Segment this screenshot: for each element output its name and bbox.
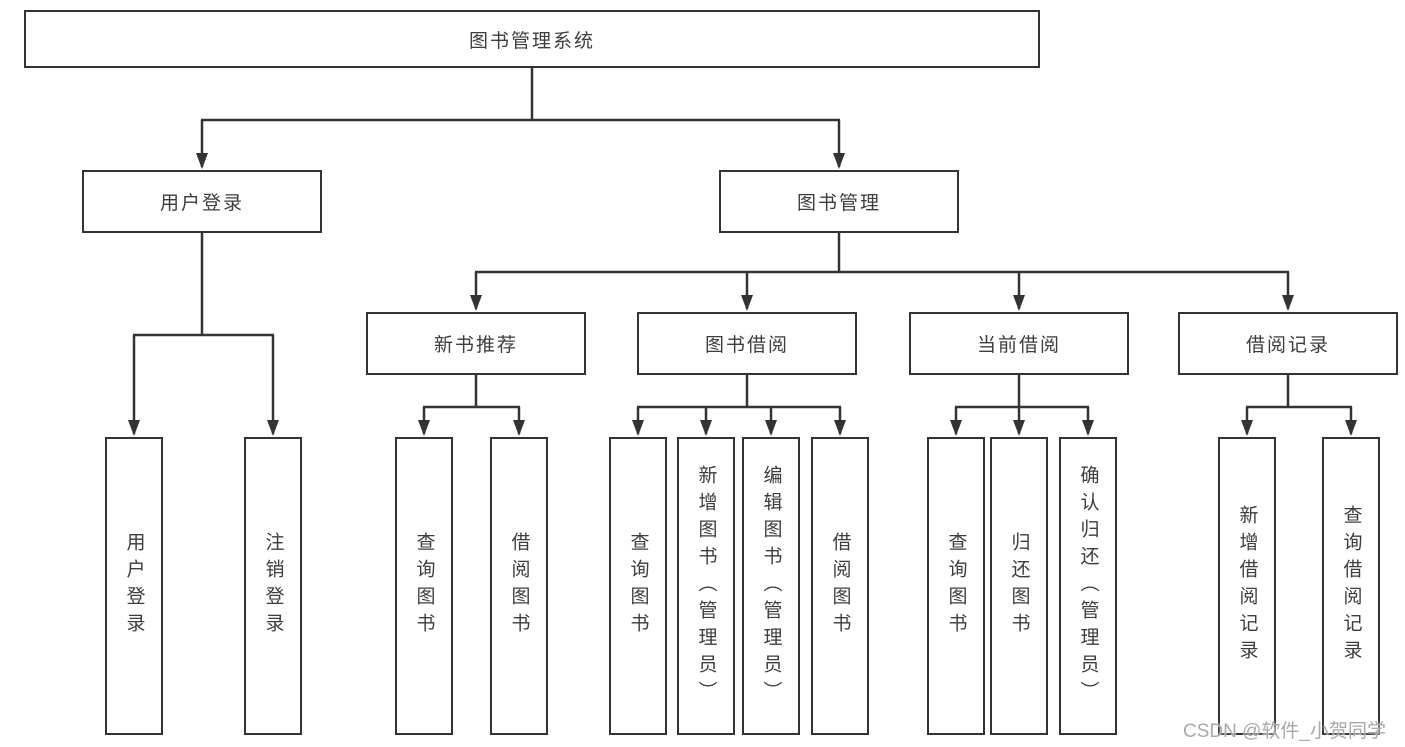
leaf-query-borrow-record: 查询借阅记录 [1322,437,1380,735]
leaf-return-books-label: 归还图书 [1008,532,1030,640]
leaf-query-books-2: 查询图书 [609,437,667,735]
leaf-edit-books-admin: 编辑图书（管理员） [742,437,800,735]
node-root: 图书管理系统 [24,10,1040,68]
leaf-query-borrow-record-label: 查询借阅记录 [1340,505,1362,667]
leaf-borrow-books-2: 借阅图书 [811,437,869,735]
leaf-borrow-books-2-label: 借阅图书 [829,532,851,640]
leaf-logout: 注销登录 [244,437,302,735]
node-new-book-recommend: 新书推荐 [366,312,586,375]
leaf-query-books-2-label: 查询图书 [627,532,649,640]
node-book-management: 图书管理 [719,170,959,233]
node-user-login-branch: 用户登录 [82,170,322,233]
node-user-login-branch-label: 用户登录 [159,193,244,214]
leaf-query-books-3: 查询图书 [927,437,985,735]
node-book-management-label: 图书管理 [796,193,881,214]
leaf-add-books-admin-label: 新增图书（管理员） [695,464,717,708]
node-new-book-recommend-label: 新书推荐 [433,335,518,356]
leaf-query-books-3-label: 查询图书 [945,532,967,640]
leaf-add-books-admin: 新增图书（管理员） [677,437,735,735]
leaf-borrow-books-1-label: 借阅图书 [508,532,530,640]
leaf-user-login-label: 用户登录 [123,532,145,640]
leaf-confirm-return-admin: 确认归还（管理员） [1059,437,1117,735]
node-current-borrow: 当前借阅 [909,312,1129,375]
csdn-watermark: CSDN @软件_小贺同学 [1183,721,1386,742]
node-current-borrow-label: 当前借阅 [976,335,1061,356]
leaf-confirm-return-admin-label: 确认归还（管理员） [1077,464,1099,708]
leaf-logout-label: 注销登录 [262,532,284,640]
leaf-borrow-books-1: 借阅图书 [490,437,548,735]
leaf-add-borrow-record: 新增借阅记录 [1218,437,1276,735]
node-book-borrow: 图书借阅 [637,312,857,375]
node-book-borrow-label: 图书借阅 [704,335,789,356]
leaf-query-books-1: 查询图书 [395,437,453,735]
leaf-query-books-1-label: 查询图书 [413,532,435,640]
leaf-add-borrow-record-label: 新增借阅记录 [1236,505,1258,667]
node-root-label: 图书管理系统 [468,30,595,52]
leaf-return-books: 归还图书 [990,437,1048,735]
leaf-user-login: 用户登录 [105,437,163,735]
node-borrow-records-label: 借阅记录 [1245,335,1330,356]
leaf-edit-books-admin-label: 编辑图书（管理员） [760,464,782,708]
node-borrow-records: 借阅记录 [1178,312,1398,375]
